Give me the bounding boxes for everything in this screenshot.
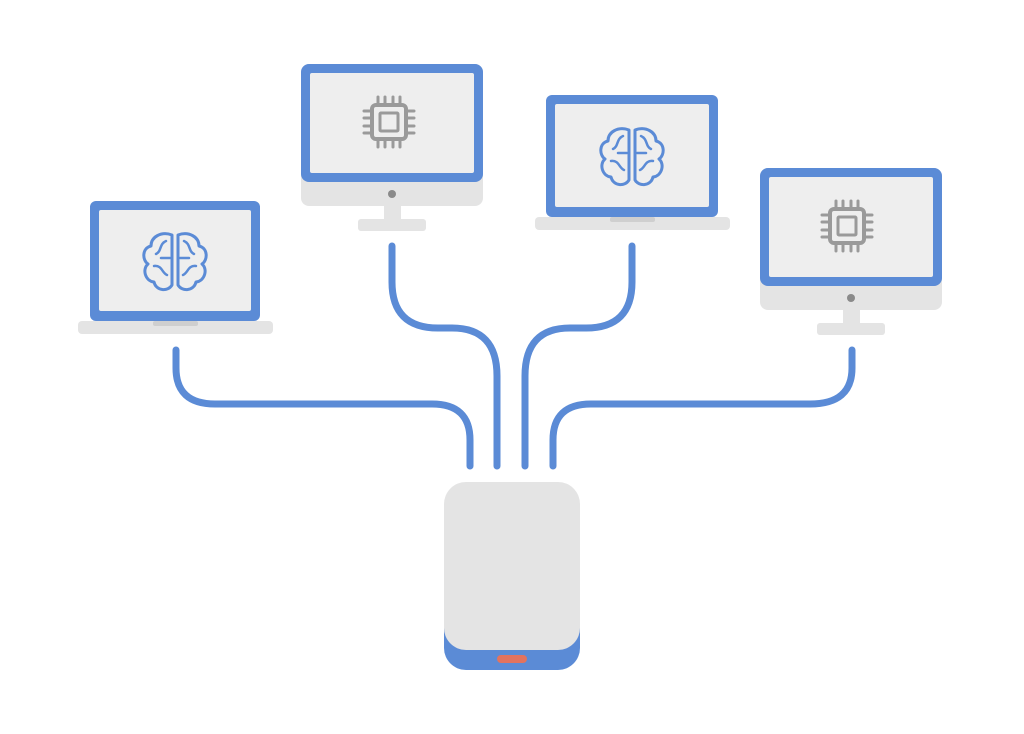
cable-laptop-left — [172, 346, 474, 470]
monitor-center-left-screen — [310, 73, 474, 173]
status-led — [497, 655, 527, 663]
laptop-left-trackpad-notch — [153, 321, 198, 326]
monitor-right-power-dot — [847, 294, 855, 302]
monitor-right — [760, 168, 942, 335]
connection-lines — [172, 242, 856, 470]
cable-monitor-right — [549, 346, 856, 470]
laptop-left-base — [78, 321, 273, 334]
monitor-center-left — [301, 64, 483, 231]
monitor-center-left-neck — [384, 206, 401, 220]
hub-body — [444, 482, 580, 650]
monitor-center-left-power-dot — [388, 190, 396, 198]
laptop-center-right-screen — [555, 104, 709, 207]
hub-storage-device — [444, 482, 580, 670]
hub-body-lower — [444, 600, 580, 624]
monitor-right-screen — [769, 177, 933, 277]
monitor-center-left-stand — [358, 219, 426, 231]
laptop-center-right-base — [535, 217, 730, 230]
laptop-center-right-trackpad-notch — [610, 217, 655, 222]
laptop-left — [78, 201, 273, 334]
monitor-right-stand — [817, 323, 885, 335]
monitor-right-neck — [843, 310, 860, 324]
cable-monitor-center-left — [388, 242, 501, 470]
laptop-center-right — [535, 95, 730, 230]
laptop-left-screen — [99, 210, 251, 311]
cable-laptop-center-right — [521, 242, 636, 470]
